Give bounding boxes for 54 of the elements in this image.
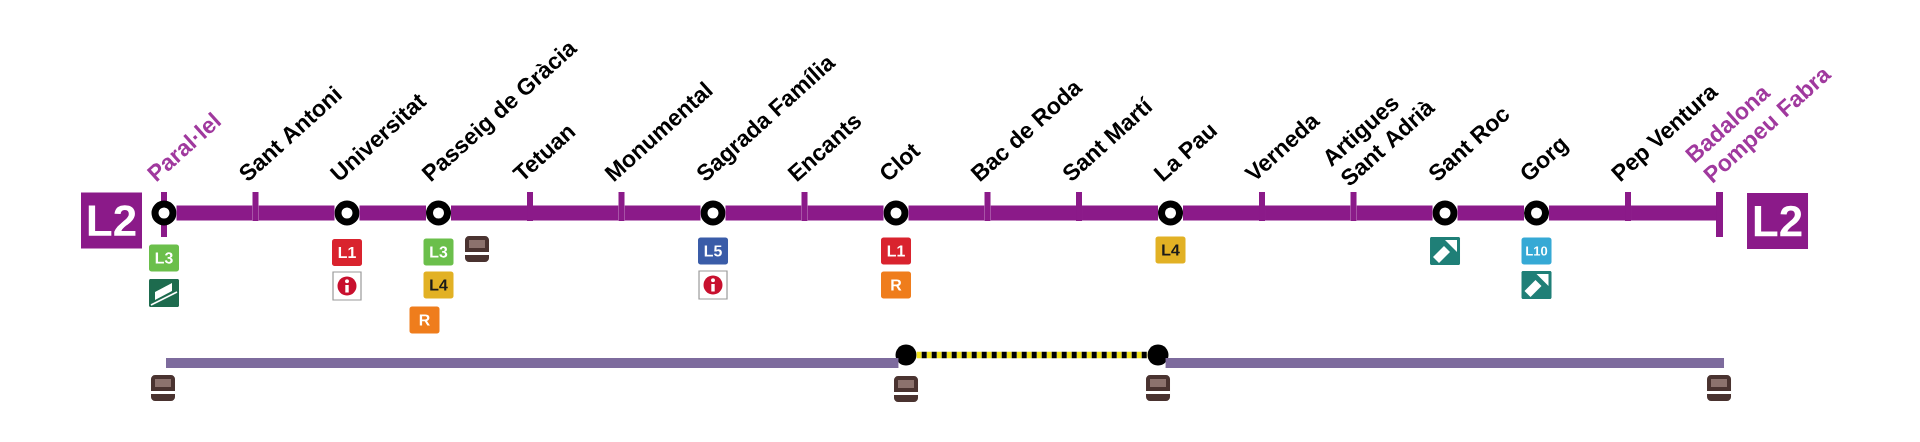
station-tick [1350,192,1357,221]
station-circle [151,200,177,226]
line-sign: L2 [81,192,142,249]
line-badge: R [409,306,440,334]
line-segment [908,205,985,221]
line-segment [990,205,1076,221]
line-badge: L1 [881,237,911,265]
station-circle [426,200,451,226]
station-tick [1259,192,1265,221]
line-badge: L4 [423,271,454,299]
line-sign: L2 [1747,193,1808,249]
line-segment [1549,205,1625,221]
station-circle [700,200,726,226]
line-badge: L5 [698,237,728,265]
station-circle [1432,200,1458,226]
station-tick [1625,192,1631,221]
line-badge: L1 [332,239,362,266]
station-circle [883,200,909,226]
station-tick [618,192,625,221]
dotted-line [916,351,1148,359]
station-tick [1076,192,1082,221]
line-segment [1082,205,1158,221]
dot [895,344,917,366]
line-segment [725,205,802,221]
line-segment [451,205,527,221]
line-segment [624,205,701,221]
line-segment [1356,205,1433,221]
line-segment [1631,205,1716,221]
line-segment [1265,205,1351,221]
station-tick [984,192,991,221]
line-badge: L3 [149,244,179,272]
end-bar [1716,192,1723,237]
station-name: La Pau [1153,124,1218,182]
station-tick [801,192,808,221]
line-segment [1183,205,1259,221]
line-badge: L4 [1155,236,1186,264]
line-badge: R [881,271,911,299]
station-circle [1524,200,1549,226]
station-circle [1158,200,1183,226]
line [1165,358,1724,368]
line-segment [533,205,619,221]
dot [1147,344,1169,366]
station-name: Clot [881,143,922,180]
line-segment [1457,205,1524,221]
station-tick [527,192,533,221]
line-segment [807,205,884,221]
line-segment [359,205,426,221]
line-badge: L10 [1521,237,1552,265]
station-circle [334,200,360,226]
station-tick [252,192,259,221]
line [166,358,899,368]
line-segment [176,205,253,221]
line-badge: L3 [423,238,454,266]
line-segment [258,205,335,221]
